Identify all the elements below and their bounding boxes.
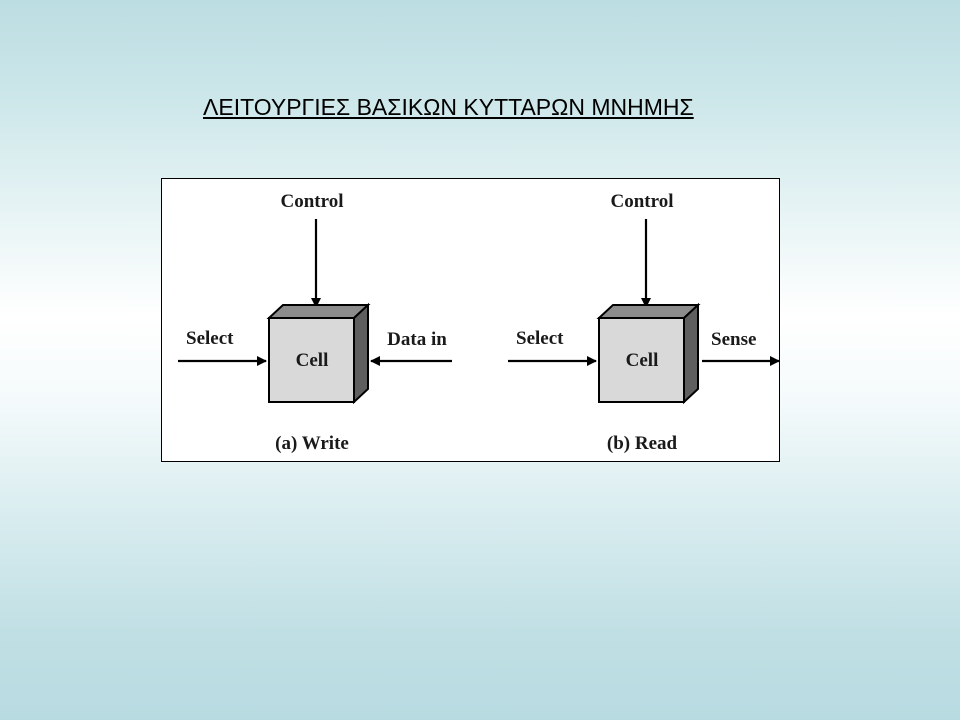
read-cell-label: Cell: [626, 350, 659, 371]
write-select-label: Select: [186, 328, 234, 349]
read-sense-label: Sense: [711, 329, 756, 350]
write-caption: (a) Write: [275, 433, 349, 454]
write-diagram: Control Select Cell Data in (a) Write: [178, 191, 452, 454]
read-cell-side: [683, 302, 699, 405]
write-control-label: Control: [281, 191, 344, 212]
figure-frame: Control Select Cell Data in (a) Write Co…: [161, 178, 780, 462]
read-cell-block: Cell: [596, 302, 701, 405]
write-cell-face: [268, 317, 355, 403]
write-cell-label: Cell: [296, 350, 329, 371]
memory-cell-diagram: Control Select Cell Data in (a) Write Co…: [178, 191, 780, 454]
read-caption: (b) Read: [607, 433, 678, 454]
read-select-label: Select: [516, 328, 564, 349]
write-cell-side: [353, 302, 369, 405]
write-cell-block: Cell: [266, 302, 371, 405]
read-control-label: Control: [611, 191, 674, 212]
slide-title: ΛΕΙΤΟΥΡΓΙΕΣ ΒΑΣΙΚΩΝ ΚΥΤΤΑΡΩΝ ΜΝΗΜΗΣ: [203, 94, 694, 120]
write-cell-top: [266, 304, 371, 319]
write-data-in-label: Data in: [387, 329, 447, 350]
read-cell-top: [596, 304, 701, 319]
read-diagram: Control Select Cell Sense (b) Read: [508, 191, 780, 454]
read-cell-face: [598, 317, 685, 403]
